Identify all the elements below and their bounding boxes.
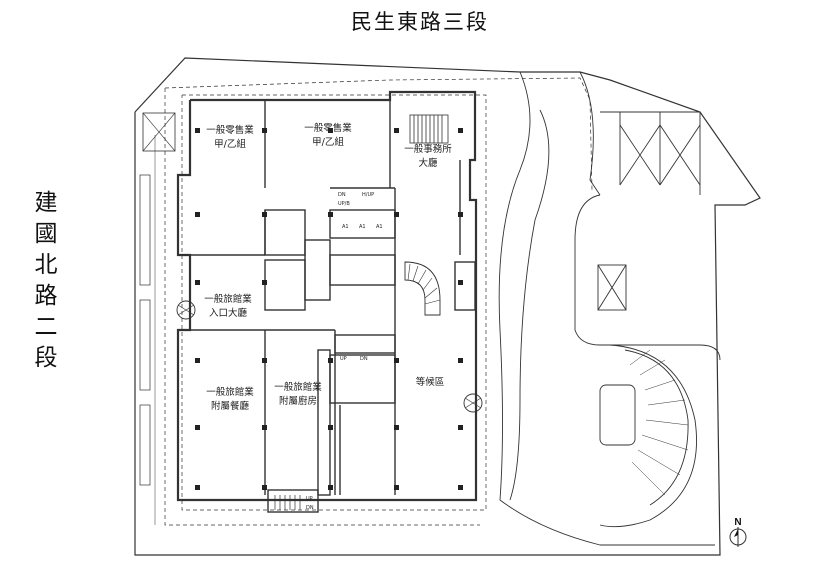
street-left-char: 段	[34, 345, 58, 371]
room-hotel-lobby-line1: 一般旅館業	[204, 293, 252, 305]
room-hotel-restaurant-line2: 附屬餐廳	[211, 400, 250, 412]
room-retail-b-line1: 一般零售業	[304, 122, 352, 134]
room-waiting-area: 等候區	[416, 376, 445, 388]
label-dn-1: DN	[338, 192, 346, 198]
columns	[195, 128, 463, 490]
street-left-char: 建	[34, 190, 58, 216]
street-name-left: 建 國 北 路 二 段	[26, 188, 66, 374]
ramp	[498, 71, 721, 546]
room-hotel-lobby-line2: 入口大廳	[209, 307, 248, 319]
room-labels: 一般零售業 甲/乙組 一般零售業 甲/乙組 一般事務所 大廳 一般旅館業 入口大…	[204, 122, 452, 412]
label-hup-1: H/UP	[362, 192, 374, 198]
label-dn-2: DN	[360, 356, 368, 362]
street-left-char: 北	[34, 252, 58, 278]
street-name-top: 民生東路三段	[351, 10, 489, 34]
label-car-2: A1	[359, 224, 366, 230]
room-retail-b-line2: 甲/乙組	[312, 136, 344, 148]
room-retail-a-line1: 一般零售業	[206, 124, 254, 136]
label-car-3: A1	[376, 224, 383, 230]
room-hotel-restaurant-line1: 一般旅館業	[206, 386, 254, 398]
stair-office	[409, 114, 449, 144]
building-outline	[176, 90, 478, 502]
elevator-labels: DN H/UP UP/B A1 A1 A1 UP DN UP DN	[306, 192, 383, 511]
label-up-2: UP	[306, 496, 313, 502]
north-label: N	[734, 517, 741, 528]
north-arrow-icon	[734, 529, 738, 537]
label-upb: UP/B	[338, 201, 350, 207]
label-car-1: A1	[342, 224, 349, 230]
stair-bottom	[274, 495, 301, 510]
room-office-lobby-line1: 一般事務所	[404, 143, 452, 155]
room-office-lobby-line2: 大廳	[418, 157, 438, 169]
room-retail-a-line2: 甲/乙組	[214, 138, 246, 150]
site-boundary	[134, 57, 761, 556]
partitions	[190, 100, 476, 513]
label-up-1: UP	[340, 356, 347, 362]
street-left-char: 國	[34, 221, 58, 247]
street-left-char: 二	[34, 314, 58, 340]
label-dn-3: DN	[306, 505, 314, 511]
street-left-char: 路	[34, 283, 58, 309]
room-hotel-kitchen-line2: 附屬廚房	[279, 395, 317, 407]
room-hotel-kitchen-line1: 一般旅館業	[274, 381, 322, 393]
